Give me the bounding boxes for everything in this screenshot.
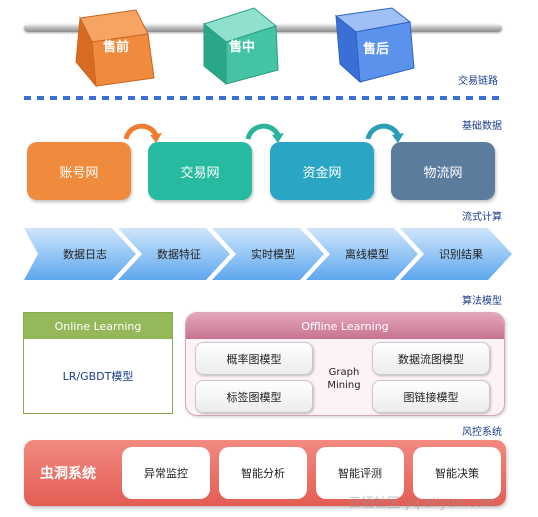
cube-presale: 售前 — [70, 6, 162, 88]
cube-shape — [202, 7, 279, 86]
cube-label: 售前 — [102, 40, 129, 55]
cycle-arrow-icon — [245, 123, 284, 143]
network-account: 账号网 — [27, 142, 131, 200]
cube-shape — [334, 7, 415, 84]
dashed-divider — [24, 96, 502, 100]
risk-item-intelligent-decision: 智能决策 — [413, 447, 501, 499]
cycle-arrow-icon — [123, 123, 162, 143]
offline-learning-title: Offline Learning — [186, 313, 504, 339]
stream-step: 数据日志 — [24, 228, 136, 280]
section-label-algorithm-models: 算法模型 — [462, 296, 502, 307]
network-funds: 资金网 — [270, 142, 374, 200]
risk-item-anomaly-monitoring: 异常监控 — [122, 447, 210, 499]
model-graph-link: 图链接模型 — [372, 380, 490, 413]
section-label-risk-control: 风控系统 — [462, 427, 502, 438]
risk-item-intelligent-analysis: 智能分析 — [219, 447, 307, 499]
cube-aftersale: 售后 — [330, 4, 422, 86]
model-label-graph: 标签图模型 — [195, 380, 313, 413]
cycle-arrow-icon — [365, 123, 404, 143]
watermark: 云栖社区 yq.aliyun.com — [348, 496, 496, 511]
network-transaction: 交易网 — [148, 142, 252, 200]
wormhole-system-title: 虫洞系统 — [40, 466, 96, 482]
cube-shape — [75, 9, 155, 88]
section-label-stream-computing: 流式计算 — [462, 212, 502, 223]
cube-label: 售后 — [362, 42, 389, 57]
online-model: LR/GBDT模型 — [62, 370, 134, 383]
cube-insale: 售中 — [196, 4, 288, 86]
risk-item-intelligent-evaluation: 智能评测 — [316, 447, 404, 499]
network-logistics: 物流网 — [391, 142, 495, 200]
model-dataflow-graph: 数据流图模型 — [372, 342, 490, 375]
section-label-base-data: 基础数据 — [462, 121, 502, 132]
online-learning-panel: Online Learning LR/GBDT模型 — [23, 312, 173, 414]
graph-mining-label: Graph Mining — [327, 367, 361, 391]
section-label-transaction-chain: 交易链路 — [458, 76, 498, 87]
model-probabilistic-graph: 概率图模型 — [195, 342, 313, 375]
cube-label: 售中 — [228, 40, 255, 55]
online-learning-title: Online Learning — [24, 313, 172, 339]
